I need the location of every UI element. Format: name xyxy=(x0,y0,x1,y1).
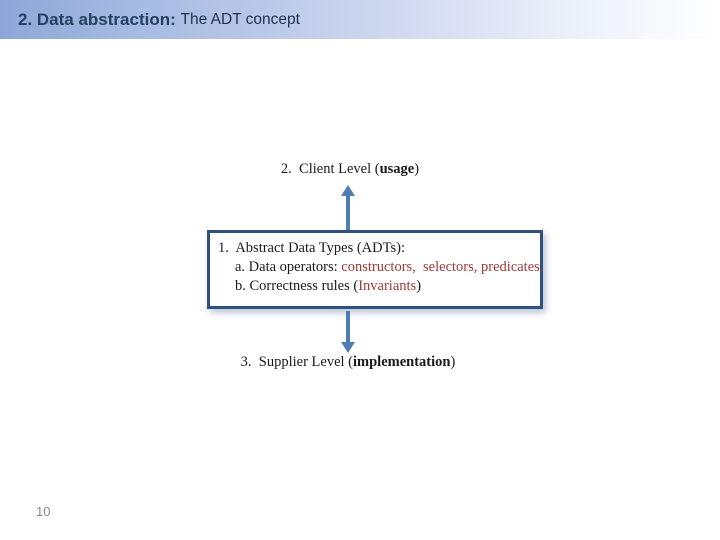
correctness-suffix: ) xyxy=(416,278,422,294)
invariants-red-text: Invariants xyxy=(358,278,417,294)
page-number: 10 xyxy=(36,504,51,519)
up-arrow-icon xyxy=(341,185,355,230)
client-level-label: 2. Client Level (usage) xyxy=(190,161,510,178)
adt-box: 1. Abstract Data Types (ADTs): a. Data o… xyxy=(207,230,543,309)
operators-red-text: constructors, selectors, predicates. xyxy=(341,259,544,275)
adt-box-line-2: a. Data operators: constructors, selecto… xyxy=(218,258,544,277)
down-arrow-icon xyxy=(341,311,355,353)
client-level-bold-text: usage xyxy=(379,161,415,177)
slide-subtitle: The ADT concept xyxy=(180,10,300,28)
client-level-text: 2. Client Level ( xyxy=(280,161,380,177)
correctness-label: b. Correctness rules ( xyxy=(235,278,359,294)
down-arrow-head xyxy=(341,342,355,353)
supplier-level-label: 3. Supplier Level (implementation) xyxy=(188,354,508,371)
supplier-level-suffix: ) xyxy=(450,354,456,370)
down-arrow-stem xyxy=(346,311,350,342)
adt-box-line-1: 1. Abstract Data Types (ADTs): xyxy=(218,240,405,256)
operators-label: a. Data operators: xyxy=(235,259,342,275)
slide-title-bar: 2. Data abstraction: The ADT concept xyxy=(0,0,720,39)
supplier-level-bold-text: implementation xyxy=(353,354,451,370)
up-arrow-head xyxy=(341,185,355,196)
slide-title: 2. Data abstraction: xyxy=(18,9,181,29)
supplier-level-text: 3. Supplier Level ( xyxy=(240,354,354,370)
client-level-suffix: ) xyxy=(414,161,420,177)
up-arrow-stem xyxy=(346,195,350,230)
adt-box-line-3: b. Correctness rules (Invariants) xyxy=(218,277,540,296)
